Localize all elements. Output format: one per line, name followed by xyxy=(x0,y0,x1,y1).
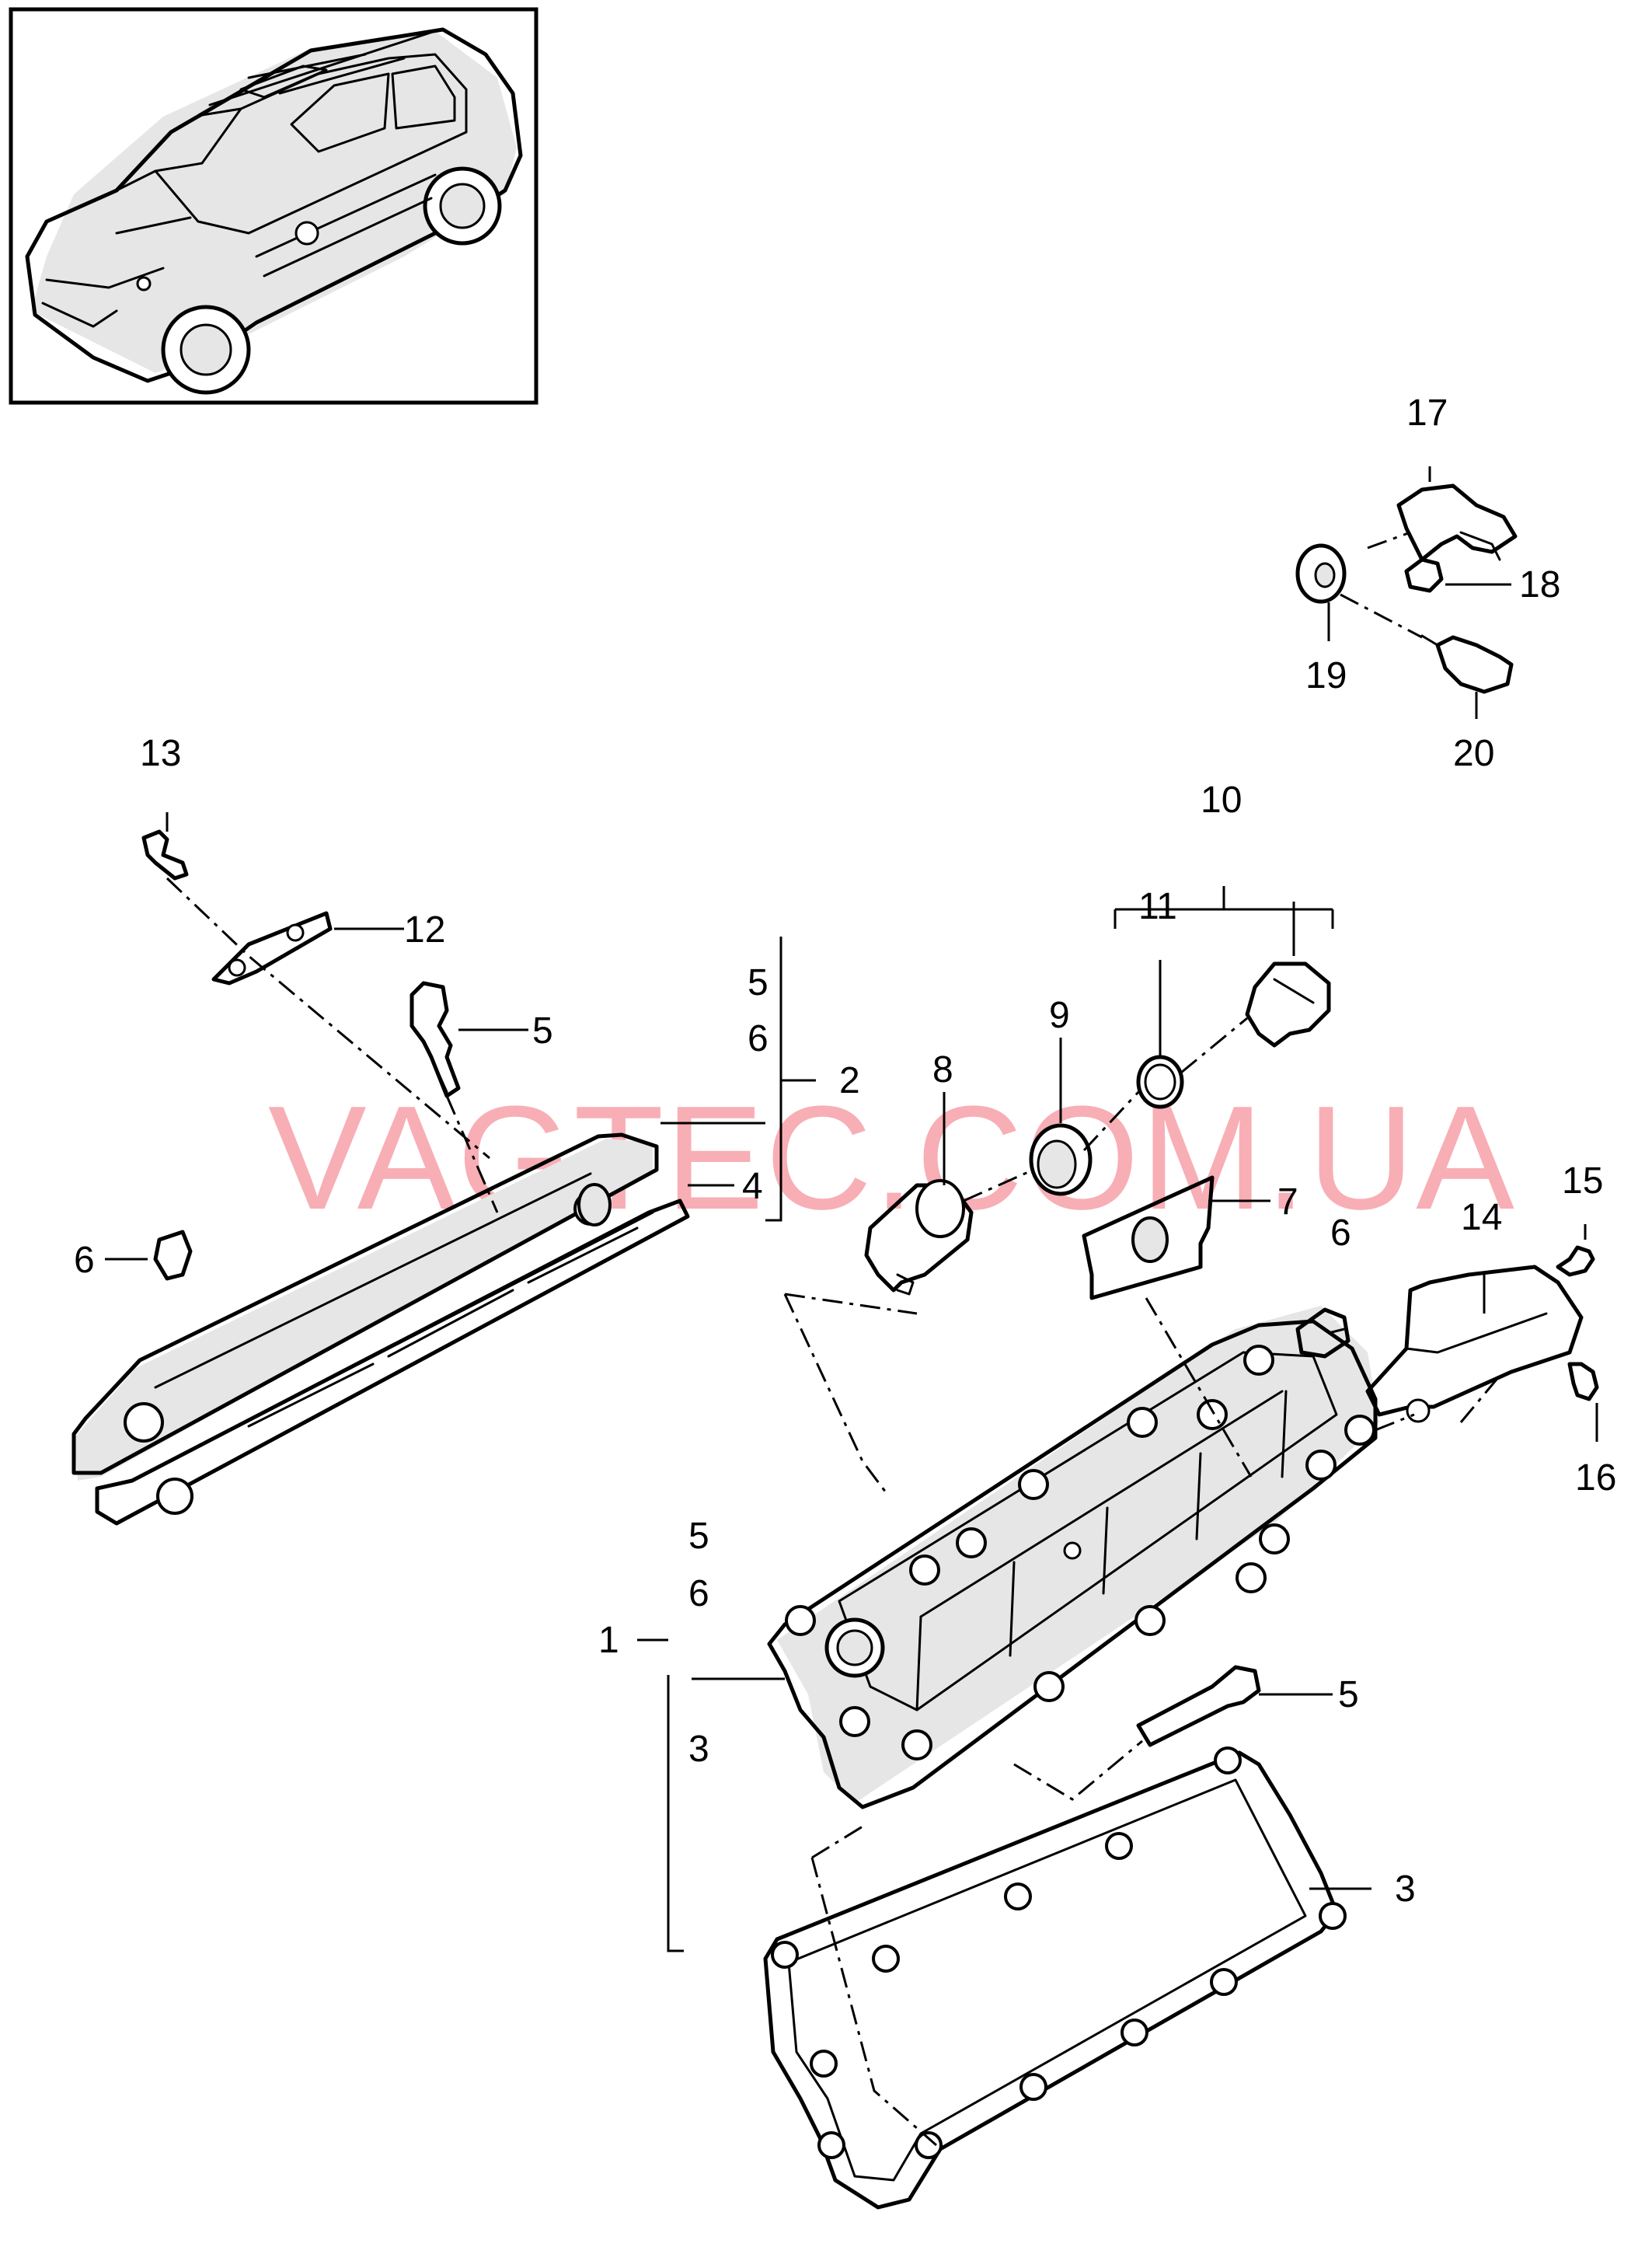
label-part-5-group-1: 5 xyxy=(688,1516,709,1557)
label-part-13: 13 xyxy=(140,733,181,774)
part-19-washer xyxy=(1295,543,1347,604)
label-part-3: 3 xyxy=(1395,1868,1416,1910)
label-part-5-group-2: 5 xyxy=(748,962,768,1003)
label-part-10: 10 xyxy=(1201,780,1242,821)
part-2-left-cover xyxy=(71,1132,690,1526)
label-part-17: 17 xyxy=(1406,393,1448,434)
part-15-bolt xyxy=(1556,1245,1595,1277)
part-5-stud-lower xyxy=(1136,1665,1261,1747)
label-part-14: 14 xyxy=(1461,1197,1502,1238)
part-9-seal-ring xyxy=(1029,1123,1093,1196)
part-14-bracket xyxy=(1365,1265,1584,1423)
label-part-7: 7 xyxy=(1277,1181,1298,1223)
label-part-5-lower: 5 xyxy=(1338,1674,1359,1715)
part-10-cap xyxy=(1245,961,1331,1048)
label-part-12: 12 xyxy=(404,909,445,951)
part-6-grommet-right xyxy=(1295,1307,1351,1359)
part-16-bolt xyxy=(1567,1362,1599,1401)
label-part-15: 15 xyxy=(1562,1160,1603,1202)
part-7-plate xyxy=(1082,1175,1215,1300)
gasket-holes xyxy=(771,1746,1347,2159)
part-6-grommet-left xyxy=(153,1230,193,1281)
label-part-16: 16 xyxy=(1575,1457,1616,1499)
suv-vehicle-icon xyxy=(25,27,523,395)
part-18-nut xyxy=(1404,557,1444,593)
part-17-sensor-bracket xyxy=(1396,483,1518,562)
part-8-adapter xyxy=(864,1179,974,1296)
label-part-8: 8 xyxy=(932,1049,953,1090)
part-20-sensor xyxy=(1420,634,1514,694)
label-part-6-left: 6 xyxy=(74,1240,95,1281)
part-1-valve-cover xyxy=(767,1306,1379,1809)
label-part-4: 4 xyxy=(742,1166,763,1207)
part-5-stud-upper xyxy=(410,981,461,1098)
callout-labels: 1 2 3 3 4 5 5 5 5 6 6 6 6 7 8 9 10 11 12… xyxy=(74,393,1616,1910)
label-part-20: 20 xyxy=(1453,733,1494,774)
label-part-6-group-2: 6 xyxy=(748,1018,768,1059)
leader-lines xyxy=(105,466,1598,1952)
assembly-lines xyxy=(166,531,1501,2147)
part-12-bracket xyxy=(211,911,333,986)
label-part-2: 2 xyxy=(839,1060,860,1101)
label-part-19: 19 xyxy=(1305,655,1347,696)
label-part-3-group: 3 xyxy=(688,1729,709,1770)
label-part-6-group-1: 6 xyxy=(688,1573,709,1614)
part-4-seal xyxy=(577,1183,612,1226)
label-part-11: 11 xyxy=(1138,886,1177,927)
label-part-5-upper: 5 xyxy=(532,1010,553,1052)
label-part-6-right: 6 xyxy=(1330,1212,1351,1254)
part-3-gasket xyxy=(763,1746,1347,2210)
part-13-bolt xyxy=(141,829,189,881)
vehicle-thumbnail xyxy=(9,7,538,405)
label-part-9: 9 xyxy=(1049,995,1070,1036)
cover-bolt-bosses xyxy=(785,1345,1375,1760)
label-part-18: 18 xyxy=(1519,564,1560,605)
label-part-1: 1 xyxy=(598,1620,619,1661)
